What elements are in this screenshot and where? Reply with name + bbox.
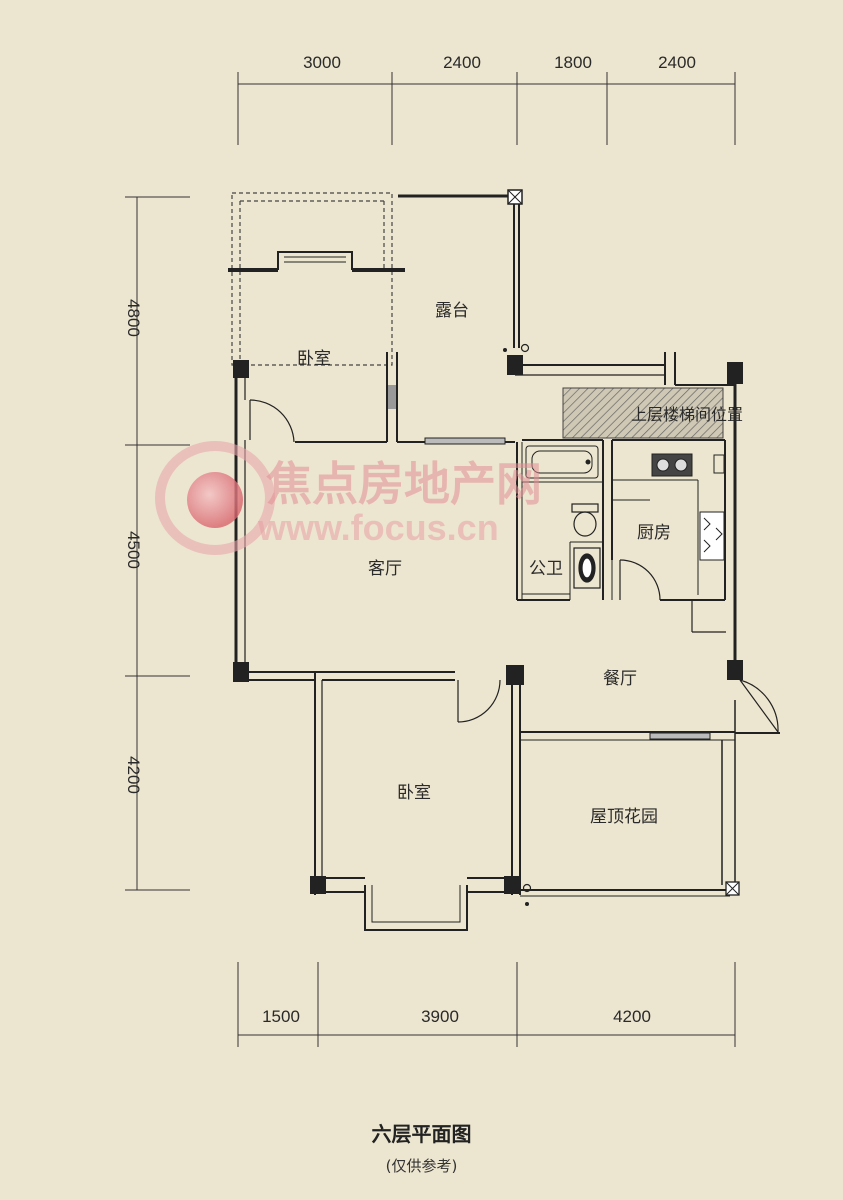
room-kitchen: 厨房 [637,523,671,543]
dimension-labels-bottom: 1500 3900 4200 [262,1007,651,1026]
dim-bottom-1: 1500 [262,1007,300,1026]
watermark-url: www.focus.cn [257,507,499,548]
room-bedroom-top: 卧室 [297,349,331,369]
dim-left-3: 4200 [124,756,143,794]
toilet-icon [571,503,599,537]
structural-columns [233,355,743,894]
outlet-marker [522,883,532,893]
dim-left-2: 4500 [124,531,143,569]
watermark: 焦点房地产网 www.focus.cn [155,441,542,555]
walls [228,251,737,931]
room-dining: 餐厅 [603,669,637,689]
dimension-labels-left: 4800 4500 4200 [124,299,143,794]
plan-note: (仅供参考) [385,1157,458,1175]
room-roof-garden: 屋顶花园 [590,807,658,827]
room-bedroom-bottom: 卧室 [397,783,431,803]
drain-marker [525,902,529,906]
dim-bottom-3: 4200 [613,1007,651,1026]
plan-title: 六层平面图 [371,1122,472,1146]
dim-left-1: 4800 [124,299,143,337]
terrace-railing [398,189,530,353]
dimension-labels-top: 3000 2400 1800 2400 [303,53,696,72]
dimension-lines [125,72,736,1047]
room-stairwell: 上层楼梯间位置 [631,405,743,424]
washbasin-icon [573,547,601,589]
room-terrace: 露台 [435,301,469,321]
stove-icon [651,453,693,477]
dim-top-2: 2400 [443,53,481,72]
dim-top-3: 1800 [554,53,592,72]
kitchen-sink-icon [699,454,725,561]
room-labels: 卧室 露台 上层楼梯间位置 客厅 厨房 公卫 餐厅 卧室 屋顶花园 [297,301,743,827]
dim-top-1: 3000 [303,53,341,72]
room-bathroom: 公卫 [529,559,563,579]
dim-top-4: 2400 [658,53,696,72]
bay-window-top [231,192,393,366]
dim-bottom-2: 3900 [421,1007,459,1026]
stairwell-hatch [562,387,724,439]
watermark-ring-icon [155,441,275,555]
watermark-text: 焦点房地产网 [266,457,542,511]
bathtub-icon [525,445,599,479]
doors [249,399,780,734]
room-living: 客厅 [368,559,402,579]
watermark-ball-icon [187,472,243,528]
